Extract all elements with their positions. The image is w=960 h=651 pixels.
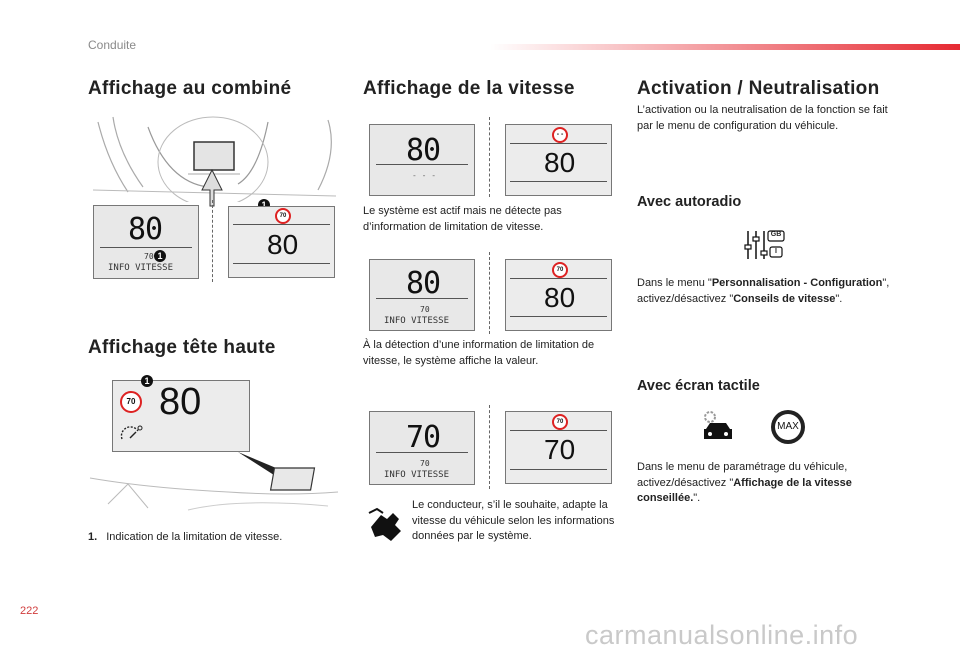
cluster-caption: INFO VITESSE xyxy=(108,263,174,273)
activation-intro: L’activation ou la neutralisation de la … xyxy=(637,104,888,132)
radio-text-3: ". xyxy=(835,292,843,305)
max-speed-icon xyxy=(771,410,805,444)
hud-speed-limit-sign: 70 xyxy=(120,391,142,413)
touch-text-1: Dans le menu de paramétrage du véhicule,… xyxy=(637,461,848,489)
dashboard-illustration xyxy=(92,116,337,202)
divider-dashed xyxy=(212,200,213,282)
settings-sliders-icon xyxy=(744,230,785,259)
row2-sign: 70 xyxy=(552,262,568,278)
title-activation: Activation / Neutralisation xyxy=(637,78,880,99)
callout-marker: 1 xyxy=(141,375,153,387)
text-no-detection: Le système est actif mais ne détecte pas… xyxy=(363,205,562,233)
radio-badge-top: GB xyxy=(770,231,782,238)
callout-marker: 1 xyxy=(154,250,166,262)
footnote: 1. Indication de la limitation de vitess… xyxy=(88,530,282,546)
text-detection: À la détection d’une information de limi… xyxy=(363,339,595,367)
vehicle-settings-icon xyxy=(704,411,732,439)
title-speed-display: Affichage de la vitesse xyxy=(363,78,575,99)
hud-illustration xyxy=(89,452,339,511)
row1-hud-display: - - 80 xyxy=(505,124,612,196)
row3-speed: 70 xyxy=(406,420,441,455)
footnote-text: Indication de la limitation de vitesse. xyxy=(106,531,283,543)
section-header: Conduite xyxy=(88,38,137,52)
watermark: carmanualsonline.info xyxy=(585,620,859,650)
driver-hand-icon xyxy=(368,507,401,541)
row3-hud-speed: 70 xyxy=(544,434,576,465)
row3-hud-display: 70 70 xyxy=(505,411,612,484)
page-number: 222 xyxy=(20,605,39,617)
row3-caption: INFO VITESSE xyxy=(384,470,450,480)
hud-speed: 80 xyxy=(159,381,202,423)
touch-text-2: ". xyxy=(693,492,701,504)
speed-limit-sign: 70 xyxy=(275,208,291,224)
touch-option-name: Affichage de la vitesse conseillée. xyxy=(637,476,852,505)
cluster-display-right: 70 80 xyxy=(228,206,335,278)
row3-cluster-display: 70 70 INFO VITESSE xyxy=(369,411,475,485)
row1-hud-speed: 80 xyxy=(544,147,576,178)
title-combine: Affichage au combiné xyxy=(88,78,292,99)
max-label: MAX xyxy=(777,421,799,432)
row2-hud-speed: 80 xyxy=(544,282,576,313)
footnote-number: 1. xyxy=(88,531,98,543)
hud-speedometer-icon xyxy=(120,425,143,440)
row2-small: 70 xyxy=(420,305,430,314)
radio-option-name: Conseils de vitesse xyxy=(733,292,836,305)
cluster-speed-right: 80 xyxy=(267,229,299,260)
text-driver-adapts: Le conducteur, s’il le souhaite, adapte … xyxy=(412,499,615,542)
radio-instructions: Dans le menu "Personnalisation - Configu… xyxy=(637,276,899,307)
touch-instructions: Dans le menu de paramétrage du véhicule,… xyxy=(637,460,887,507)
cluster-display-left: 80 70 INFO VITESSE xyxy=(93,205,199,279)
divider-dashed xyxy=(489,117,490,197)
divider-dashed xyxy=(489,405,490,489)
row1-sign: - - xyxy=(552,127,568,143)
radio-badge-bottom: I xyxy=(775,248,777,255)
row1-speed: 80 xyxy=(406,133,441,168)
cluster-speed: 80 xyxy=(128,212,163,247)
row3-small: 70 xyxy=(420,459,430,468)
radio-text-1: Dans le menu " xyxy=(637,277,712,289)
row1-cluster-display: 80 - - - xyxy=(369,124,475,196)
radio-menu-name: Personnalisation - Configuration xyxy=(711,277,883,289)
radio-text-2: ", activez/désactivez " xyxy=(637,277,890,305)
row2-speed: 80 xyxy=(406,266,441,301)
title-hud: Affichage tête haute xyxy=(88,337,276,358)
subtitle-touch: Avec écran tactile xyxy=(637,378,760,394)
header-accent-bar xyxy=(490,44,960,50)
cluster-small-limit: 70 xyxy=(144,252,154,261)
subtitle-radio: Avec autoradio xyxy=(637,194,742,210)
row3-sign: 70 xyxy=(552,414,568,430)
row1-small: - - - xyxy=(412,171,437,180)
divider-dashed xyxy=(489,252,490,334)
row2-hud-display: 70 80 xyxy=(505,259,612,331)
hud-display: 70 80 xyxy=(112,380,250,452)
row2-caption: INFO VITESSE xyxy=(384,316,450,326)
row2-cluster-display: 80 70 INFO VITESSE xyxy=(369,259,475,331)
